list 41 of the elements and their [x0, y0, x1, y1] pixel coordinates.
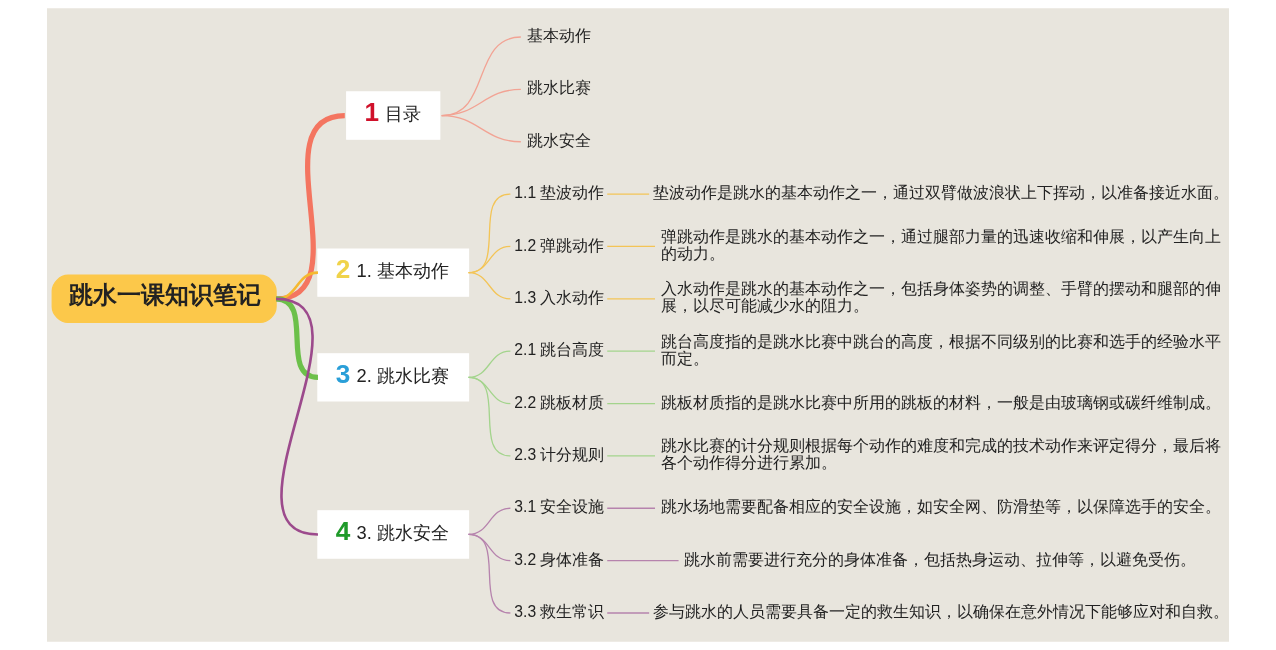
node-text: 跳水比赛 — [526, 79, 591, 97]
node-box: 4 3. 跳水安全 — [317, 510, 470, 559]
node-box: 3 2. 跳水比赛 — [317, 353, 470, 402]
node-text: 跳水比赛的计分规则根据每个动作的难度和完成的技术动作来评定得分，最后将各个动作得分进行累加。 — [660, 437, 1221, 472]
connector — [606, 612, 650, 614]
node-text: 入水动作是跳水的基本动作之一，包括身体姿势的调整、手臂的摆动和腿部的伸展，以尽可能减少水的阻力。 — [660, 280, 1221, 315]
connector — [606, 350, 656, 352]
node-box: 2 1. 基本动作 — [317, 248, 470, 297]
connector — [275, 296, 319, 380]
connector — [467, 272, 512, 300]
node-text: 基本动作 — [526, 27, 591, 45]
node-text: 1.1 垫波动作 — [514, 184, 605, 202]
connector — [606, 298, 656, 300]
connector — [275, 297, 319, 536]
node-text: 弹跳动作是跳水的基本动作之一，通过腿部力量的迅速收缩和伸展，以产生向上的动力。 — [660, 228, 1221, 263]
connector — [606, 455, 656, 457]
node-text: 跳水场地需要配备相应的安全设施，如安全网、防滑垫等，以保障选手的安全。 — [660, 498, 1221, 516]
node-text: 2.2 跳板材质 — [514, 393, 605, 411]
node-text: 跳水前需要进行充分的身体准备，包括热身运动、拉伸等，以避免受伤。 — [684, 550, 1197, 568]
node-text: 跳水安全 — [526, 131, 591, 149]
node-text: 3.1 安全设施 — [514, 498, 605, 516]
connector — [467, 376, 512, 457]
node-text: 跳台高度指的是跳水比赛中跳台的高度，根据不同级别的比赛和选手的经验水平而定。 — [660, 332, 1221, 367]
connector — [441, 114, 522, 143]
node-text: 1.2 弹跳动作 — [514, 236, 605, 254]
connector — [606, 559, 680, 562]
node-text: 垫波动作是跳水的基本动作之一，通过双臂做波浪状上下挥动，以准备接近水面。 — [653, 184, 1230, 202]
node-text: 1.3 入水动作 — [514, 288, 605, 306]
node-text: 跳板材质指的是跳水比赛中所用的跳板的材料，一般是由玻璃钢或碳纤维制成。 — [660, 393, 1221, 411]
node-text: 3.2 身体准备 — [514, 550, 605, 568]
connector — [606, 402, 656, 405]
node-text: 参与跳水的人员需要具备一定的救生知识，以确保在意外情况下能够应对和自救。 — [653, 603, 1230, 621]
connector — [606, 507, 656, 509]
node-box: 1 目录 — [346, 91, 441, 140]
node-box: 跳水一课知识笔记 — [51, 274, 277, 324]
connector — [606, 245, 656, 248]
node-text: 2.1 跳台高度 — [514, 341, 605, 359]
connector — [467, 533, 512, 614]
connector — [606, 193, 650, 195]
node-text: 3.3 救生常识 — [514, 603, 605, 621]
node-text: 2.3 计分规则 — [514, 445, 605, 463]
